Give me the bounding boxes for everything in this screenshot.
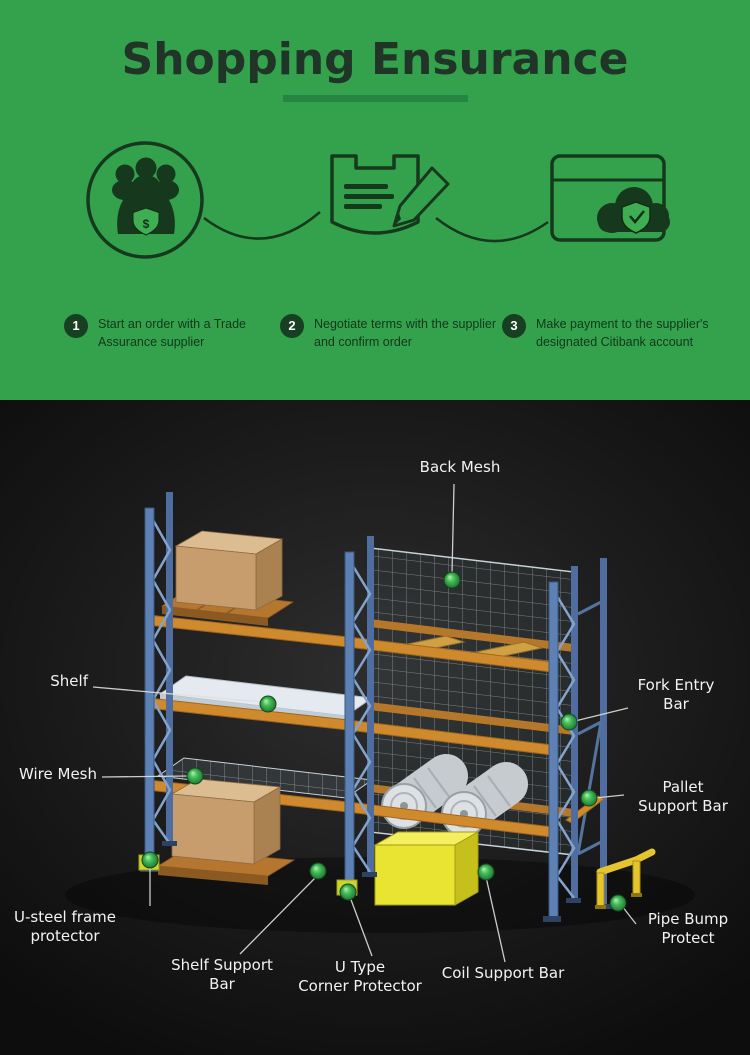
label-shelf-support-bar: Shelf Support Bar	[171, 956, 273, 994]
leader-fork-entry	[574, 707, 629, 722]
label-back-mesh: Back Mesh	[419, 458, 501, 476]
step-3-text: Make payment to the supplier's designate…	[536, 317, 709, 350]
marker-coil-support	[477, 863, 495, 881]
leader-wire-mesh	[101, 775, 190, 778]
back-post	[576, 558, 612, 909]
leader-shelf	[92, 686, 264, 703]
middle-frame	[339, 536, 377, 896]
left-frame	[140, 492, 177, 872]
step-3: 3 Make payment to the supplier's designa…	[502, 314, 737, 351]
upper-box-pallet	[160, 530, 295, 626]
hero-section: Shopping Ensurance $	[0, 0, 750, 400]
step-1-text: Start an order with a Trade Assurance su…	[98, 317, 246, 350]
rack-illustration	[65, 483, 695, 963]
step-2-text: Negotiate terms with the supplier and co…	[314, 317, 497, 350]
marker-pallet-support	[580, 789, 598, 807]
step-1: 1 Start an order with a Trade Assurance …	[64, 314, 274, 351]
marker-shelf	[259, 695, 277, 713]
label-pallet-support-bar: Pallet Support Bar	[638, 778, 728, 816]
secure-payment-box-icon	[550, 154, 670, 242]
contract-signing-icon	[330, 154, 450, 235]
marker-wire-mesh	[186, 767, 204, 785]
rack-diagram-section: Back Mesh Shelf Fork Entry Bar Wire Mesh…	[0, 400, 750, 1055]
step-2: 2 Negotiate terms with the supplier and …	[280, 314, 510, 351]
yellow-bin	[373, 831, 480, 906]
marker-u-steel	[141, 851, 159, 869]
part-markers	[141, 571, 627, 912]
leader-lines	[92, 483, 637, 963]
trade-assurance-supplier-icon: $	[86, 141, 204, 259]
label-pipe-bump-protect: Pipe Bump Protect	[647, 910, 729, 948]
label-fork-entry-bar: Fork Entry Bar	[637, 676, 715, 714]
label-u-steel-frame-protector: U-steel frame protector	[14, 908, 116, 946]
hero-icons: $	[86, 141, 670, 259]
title-underline	[282, 95, 468, 102]
step-2-number: 2	[280, 314, 304, 338]
leader-u-type	[349, 896, 373, 957]
pipe-bump-guard	[595, 848, 656, 909]
leader-coil-support	[485, 876, 506, 963]
page-title: Shopping Ensurance	[121, 34, 629, 85]
pencil-icon	[392, 166, 450, 228]
label-coil-support-bar: Coil Support Bar	[441, 964, 565, 982]
step-3-number: 3	[502, 314, 526, 338]
cloud-shield-icon	[597, 187, 670, 234]
leader-pipe-bump	[621, 905, 637, 925]
cardboard-box-top	[174, 530, 284, 611]
label-wire-mesh: Wire Mesh	[19, 765, 97, 783]
connector-lines	[203, 211, 549, 243]
label-shelf: Shelf	[50, 672, 88, 690]
cardboard-box-bottom	[170, 778, 282, 865]
marker-fork-entry	[560, 713, 578, 731]
marker-back-mesh	[443, 571, 461, 589]
leader-pallet-support	[594, 794, 625, 799]
lower-box-pallet	[156, 778, 296, 885]
marker-u-type	[339, 883, 357, 901]
marker-shelf-support	[309, 862, 327, 880]
steel-drums	[381, 754, 528, 837]
marker-pipe-bump	[609, 894, 627, 912]
leader-shelf-support	[239, 875, 318, 955]
step-1-number: 1	[64, 314, 88, 338]
leader-back-mesh	[451, 483, 455, 575]
right-frame	[543, 566, 581, 922]
label-u-type-corner-protector: U Type Corner Protector	[298, 958, 422, 996]
currency-symbol: $	[143, 217, 150, 231]
